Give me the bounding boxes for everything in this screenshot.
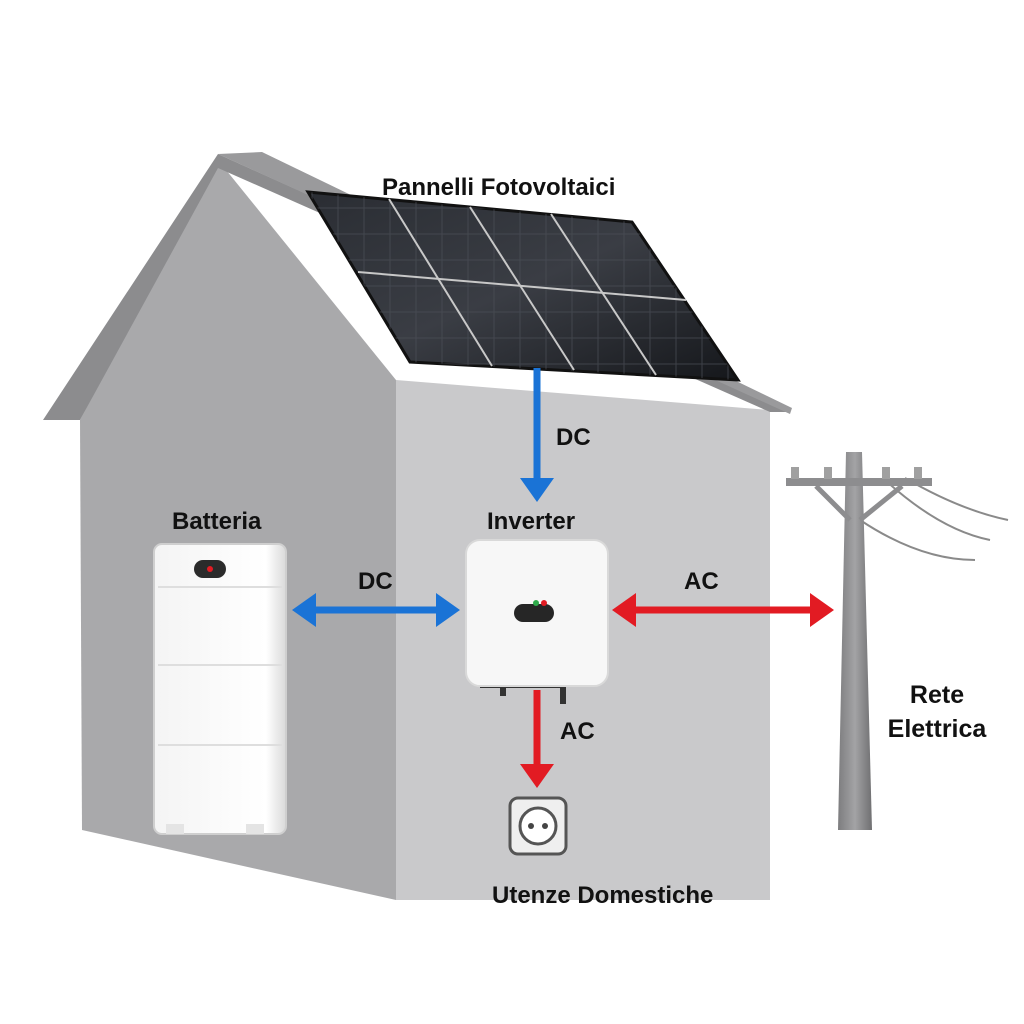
grid-label: Rete Elettrica (872, 678, 1002, 746)
inverter-icon (465, 539, 609, 704)
solar-panel-icon (305, 190, 741, 382)
ac-arrow-inverter-grid (612, 593, 834, 627)
inverter-display (514, 604, 554, 622)
ac-label-loads: AC (560, 718, 595, 745)
loads-label: Utenze Domestiche (492, 882, 714, 909)
panels-label: Pannelli Fotovoltaici (382, 174, 616, 201)
socket-icon (508, 796, 568, 856)
battery-label: Batteria (172, 508, 262, 535)
battery-icon (153, 543, 287, 835)
ac-label-grid: AC (684, 568, 719, 595)
dc-arrow-battery-inverter (292, 593, 460, 627)
battery-body (153, 543, 287, 835)
dc-label-panels: DC (556, 424, 591, 451)
pole-shaft (838, 452, 872, 830)
ac-arrow-inverter-to-loads (520, 690, 554, 788)
pole-crossarm (786, 478, 932, 486)
flow-arrows (292, 368, 834, 788)
dc-label-battery: DC (358, 568, 393, 595)
dc-arrow-panels-to-inverter (520, 368, 554, 502)
grid-label-line2: Elettrica (887, 715, 987, 743)
grid-label-line1: Rete (909, 681, 965, 709)
inverter-label: Inverter (487, 508, 576, 535)
utility-pole-icon (786, 452, 1009, 830)
